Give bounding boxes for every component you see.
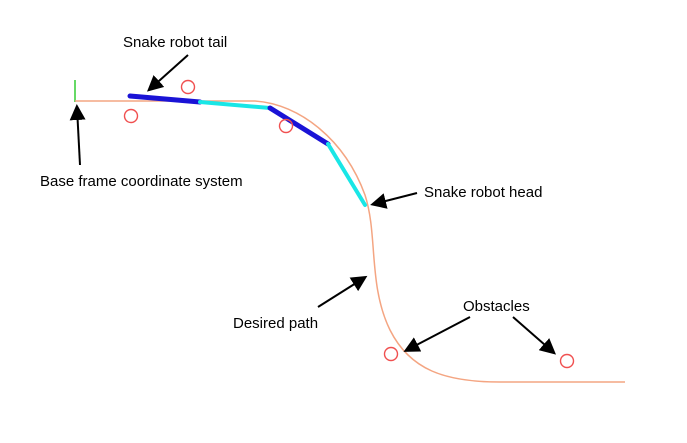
- robot-link-1: [127, 93, 203, 105]
- snake-robot: [127, 93, 367, 207]
- tail-label: Snake robot tail: [123, 34, 227, 51]
- head-label: Snake robot head: [424, 184, 542, 201]
- robot-link-4: [326, 142, 367, 207]
- obstacle: [559, 353, 575, 369]
- obstacles-label: Obstacles: [463, 298, 530, 315]
- base-frame-arrow: [69, 104, 86, 166]
- desired-path-arrow: [317, 275, 368, 308]
- tail-arrow: [147, 54, 189, 92]
- obstacle-arrow-left: [403, 316, 471, 352]
- robot-link-2: [198, 100, 272, 110]
- obstacle-arrow-right: [512, 316, 557, 355]
- obstacles-group: [123, 79, 575, 369]
- obstacle: [123, 108, 139, 124]
- desired-path-label: Desired path: [233, 315, 318, 332]
- obstacle: [383, 346, 399, 362]
- desired-path-curve: [75, 100, 625, 383]
- head-arrow: [370, 192, 418, 209]
- annotation-arrows: [69, 54, 557, 355]
- base-frame-label: Base frame coordinate system: [40, 173, 243, 190]
- robot-link-3: [267, 105, 331, 147]
- obstacle: [278, 118, 294, 134]
- obstacle: [180, 79, 196, 95]
